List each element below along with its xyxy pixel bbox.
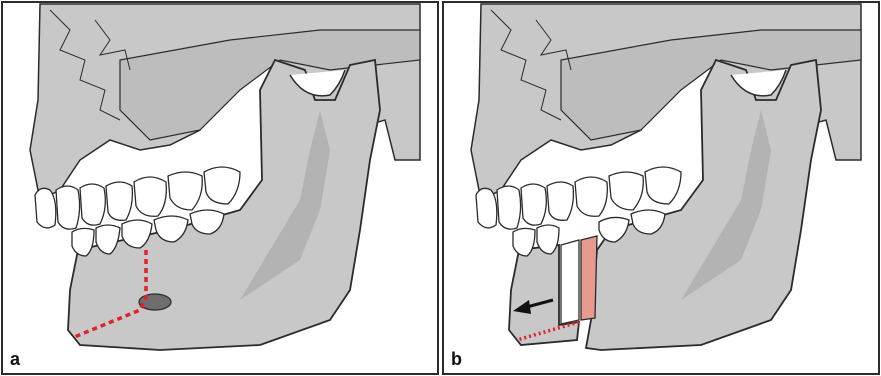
- panel-b-label: b: [451, 349, 462, 370]
- mental-foramen: [139, 294, 171, 310]
- panel-b: b: [441, 0, 881, 376]
- bone-graft: [581, 236, 597, 320]
- panel-a-illustration: [0, 0, 440, 376]
- osteotomy-gap: [561, 240, 579, 324]
- panel-a-label: a: [10, 349, 20, 370]
- panel-a: a: [0, 0, 440, 376]
- panel-b-illustration: [441, 0, 881, 376]
